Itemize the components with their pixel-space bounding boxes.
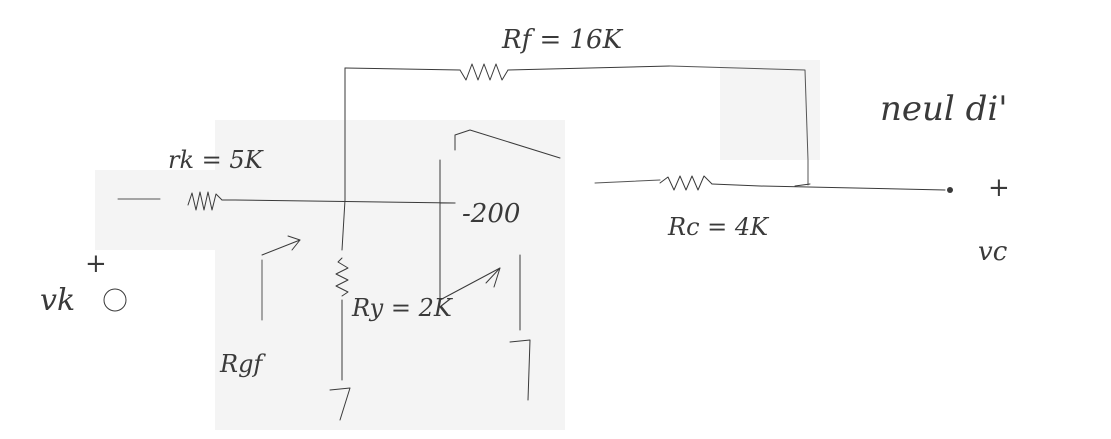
label-plus-in: + — [85, 249, 107, 279]
label-rgf: Rgf — [219, 350, 266, 378]
amplifier-block — [439, 129, 561, 331]
resistor-ry — [335, 119, 349, 381]
output-resistor-rc — [594, 175, 953, 193]
paper-patch — [215, 120, 565, 430]
label-amp-gain: -200 — [462, 199, 520, 229]
label-vk: vk — [40, 283, 75, 318]
label-ry: Ry = 2K — [351, 294, 454, 322]
label-vc: vc — [978, 237, 1008, 267]
label-note: neul di' — [880, 89, 1008, 129]
label-rk: rk = 5K — [168, 146, 265, 174]
paper-patch — [720, 60, 820, 160]
label-plus-out: + — [988, 173, 1010, 203]
rgf-arrow — [261, 235, 301, 321]
label-rc: Rc = 4K — [667, 213, 770, 241]
label-rf: Rf = 16K — [501, 25, 624, 55]
input-source — [103, 288, 127, 312]
ground-lines — [329, 339, 531, 421]
feedback-resistor-rf — [344, 63, 809, 186]
